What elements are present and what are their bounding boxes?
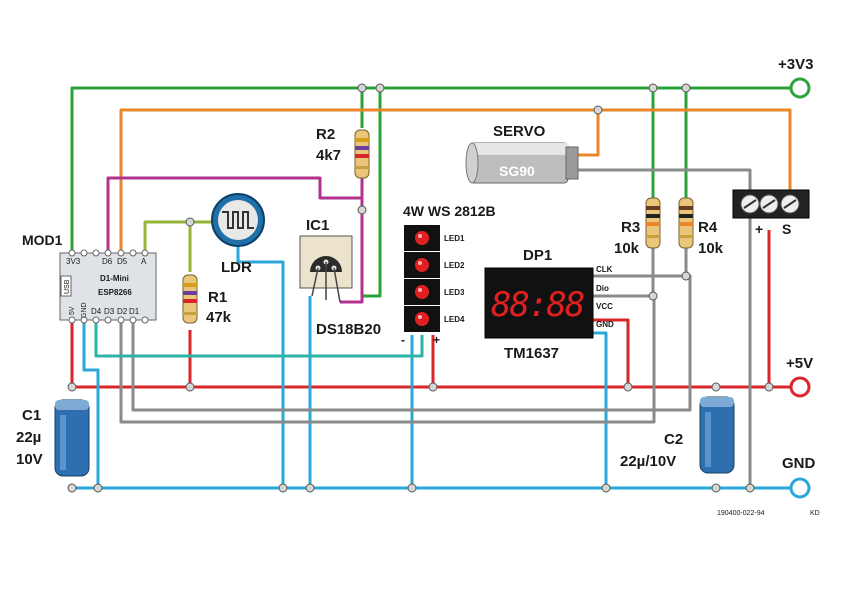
pin-5v: 5V xyxy=(69,306,76,315)
dp1-pin-vcc: VCC xyxy=(596,302,613,311)
r4-ref: R4 xyxy=(698,219,718,236)
servo-plus-label: + xyxy=(755,221,763,237)
capacitor-c1: C1 22µ 10V xyxy=(16,399,90,477)
r3-ref: R3 xyxy=(621,219,640,236)
c1-value1: 22µ xyxy=(16,429,41,446)
c1-ref: C1 xyxy=(22,407,41,424)
ic1-name: DS18B20 xyxy=(316,321,381,338)
ldr-ref: LDR xyxy=(221,259,252,276)
terminal-gnd[interactable] xyxy=(789,477,811,499)
dp1-pin-clk: CLK xyxy=(596,265,613,274)
wires xyxy=(70,86,798,490)
mod1-ref: MOD1 xyxy=(22,232,63,248)
c2-value: 22µ/10V xyxy=(620,453,676,470)
resistor-r3: R3 10k xyxy=(614,197,661,257)
pin-d4: D4 xyxy=(91,307,102,316)
r1-ref: R1 xyxy=(208,289,227,306)
usb-label: USB xyxy=(64,279,71,294)
led-3: LED3 xyxy=(404,279,465,305)
wire-3v3-rail xyxy=(70,86,798,253)
led-2: LED2 xyxy=(404,252,465,278)
pin-d2: D2 xyxy=(117,307,128,316)
ldr-component: LDR xyxy=(211,193,265,276)
footer-code: 190400-022-94 xyxy=(717,510,765,517)
footer-initials: KD xyxy=(810,510,820,517)
servo-model: SG90 xyxy=(499,163,535,179)
wire-servo-to-signal xyxy=(578,110,600,157)
led-4: LED4 xyxy=(404,306,465,332)
mod1-chip: ESP8266 xyxy=(98,288,132,297)
resistor-r2: R2 4k7 xyxy=(316,126,370,179)
servo-label: SERVO xyxy=(493,123,546,140)
led4-label: LED4 xyxy=(444,315,465,324)
wire-a0-ldr xyxy=(143,220,192,272)
rail-5v-label: +5V xyxy=(786,355,813,372)
ic1-ref: IC1 xyxy=(306,217,329,234)
wire-d6-ic1 xyxy=(106,176,364,304)
mod1-name: D1-Mini xyxy=(100,274,129,283)
servo-connector: + S xyxy=(732,189,810,237)
r2-value: 4k7 xyxy=(316,147,341,164)
led-strip: 4W WS 2812B LED1 LED2 LED3 LED4 - + xyxy=(401,203,496,347)
servo-signal-label: S xyxy=(782,221,791,237)
wire-d4-leds xyxy=(94,320,424,358)
junction-nodes xyxy=(67,83,774,493)
mod1-d1-mini: USB 3V3 D6 D5 A D1-Mini ESP8266 5V GND D… xyxy=(22,232,157,324)
pin-d5: D5 xyxy=(117,257,128,266)
rail-gnd-label: GND xyxy=(782,455,816,472)
wire-servo-signal xyxy=(119,108,792,253)
usb-connector xyxy=(60,275,72,297)
led2-label: LED2 xyxy=(444,261,465,270)
rail-terminals: +3V3 +5V GND xyxy=(778,56,816,499)
wire-d2-dio xyxy=(119,294,656,424)
led1-label: LED1 xyxy=(444,234,465,243)
pin-3v3: 3V3 xyxy=(66,257,81,266)
led-minus-label: - xyxy=(401,333,405,347)
led-1: LED1 xyxy=(404,225,465,251)
wire-d1-clk xyxy=(131,274,692,412)
pin-d3: D3 xyxy=(104,307,115,316)
ldr-pattern xyxy=(222,211,254,229)
led-plus-label: + xyxy=(433,333,440,347)
dp1-pin-dio: Dio xyxy=(596,284,609,293)
ic1-ds18b20: IC1 DS18B20 xyxy=(299,217,381,338)
wire-gnd-dp1 xyxy=(593,331,608,488)
resistor-r4: R4 10k xyxy=(678,197,724,257)
mod1-pins xyxy=(68,249,149,324)
r4-value: 10k xyxy=(698,240,724,257)
wire-3v3-ic1 xyxy=(363,88,382,298)
led-strip-title: 4W WS 2812B xyxy=(403,203,496,219)
c1-value2: 10V xyxy=(16,451,43,468)
resistor-r1: R1 47k xyxy=(182,274,232,326)
terminal-3v3[interactable] xyxy=(789,77,811,99)
rail-3v3-label: +3V3 xyxy=(778,56,813,73)
dp1-chip: TM1637 xyxy=(504,345,559,362)
pin-gnd: GND xyxy=(81,302,88,318)
wire-servo-gnd xyxy=(578,168,752,488)
servo-sg90: SERVO SG90 xyxy=(465,123,579,184)
wire-5v-dp1 xyxy=(593,318,630,387)
display-dp1: DP1 88:88 TM1637 CLK Dio VCC GND xyxy=(484,247,614,362)
pin-d6: D6 xyxy=(102,257,113,266)
c2-ref: C2 xyxy=(664,431,683,448)
r3-value: 10k xyxy=(614,240,640,257)
dp1-pin-gnd: GND xyxy=(596,320,614,329)
display-digits: 88:88 xyxy=(491,285,584,325)
wire-gnd-ldr xyxy=(236,240,285,488)
r2-ref: R2 xyxy=(316,126,335,143)
r1-value: 47k xyxy=(206,309,232,326)
terminal-5v[interactable] xyxy=(789,376,811,398)
pin-d1: D1 xyxy=(129,307,140,316)
dp1-ref: DP1 xyxy=(523,247,552,264)
pin-a: A xyxy=(141,257,147,266)
wire-gnd-rail xyxy=(82,320,798,490)
capacitor-c2: C2 22µ/10V xyxy=(620,396,735,474)
led3-label: LED3 xyxy=(444,288,465,297)
